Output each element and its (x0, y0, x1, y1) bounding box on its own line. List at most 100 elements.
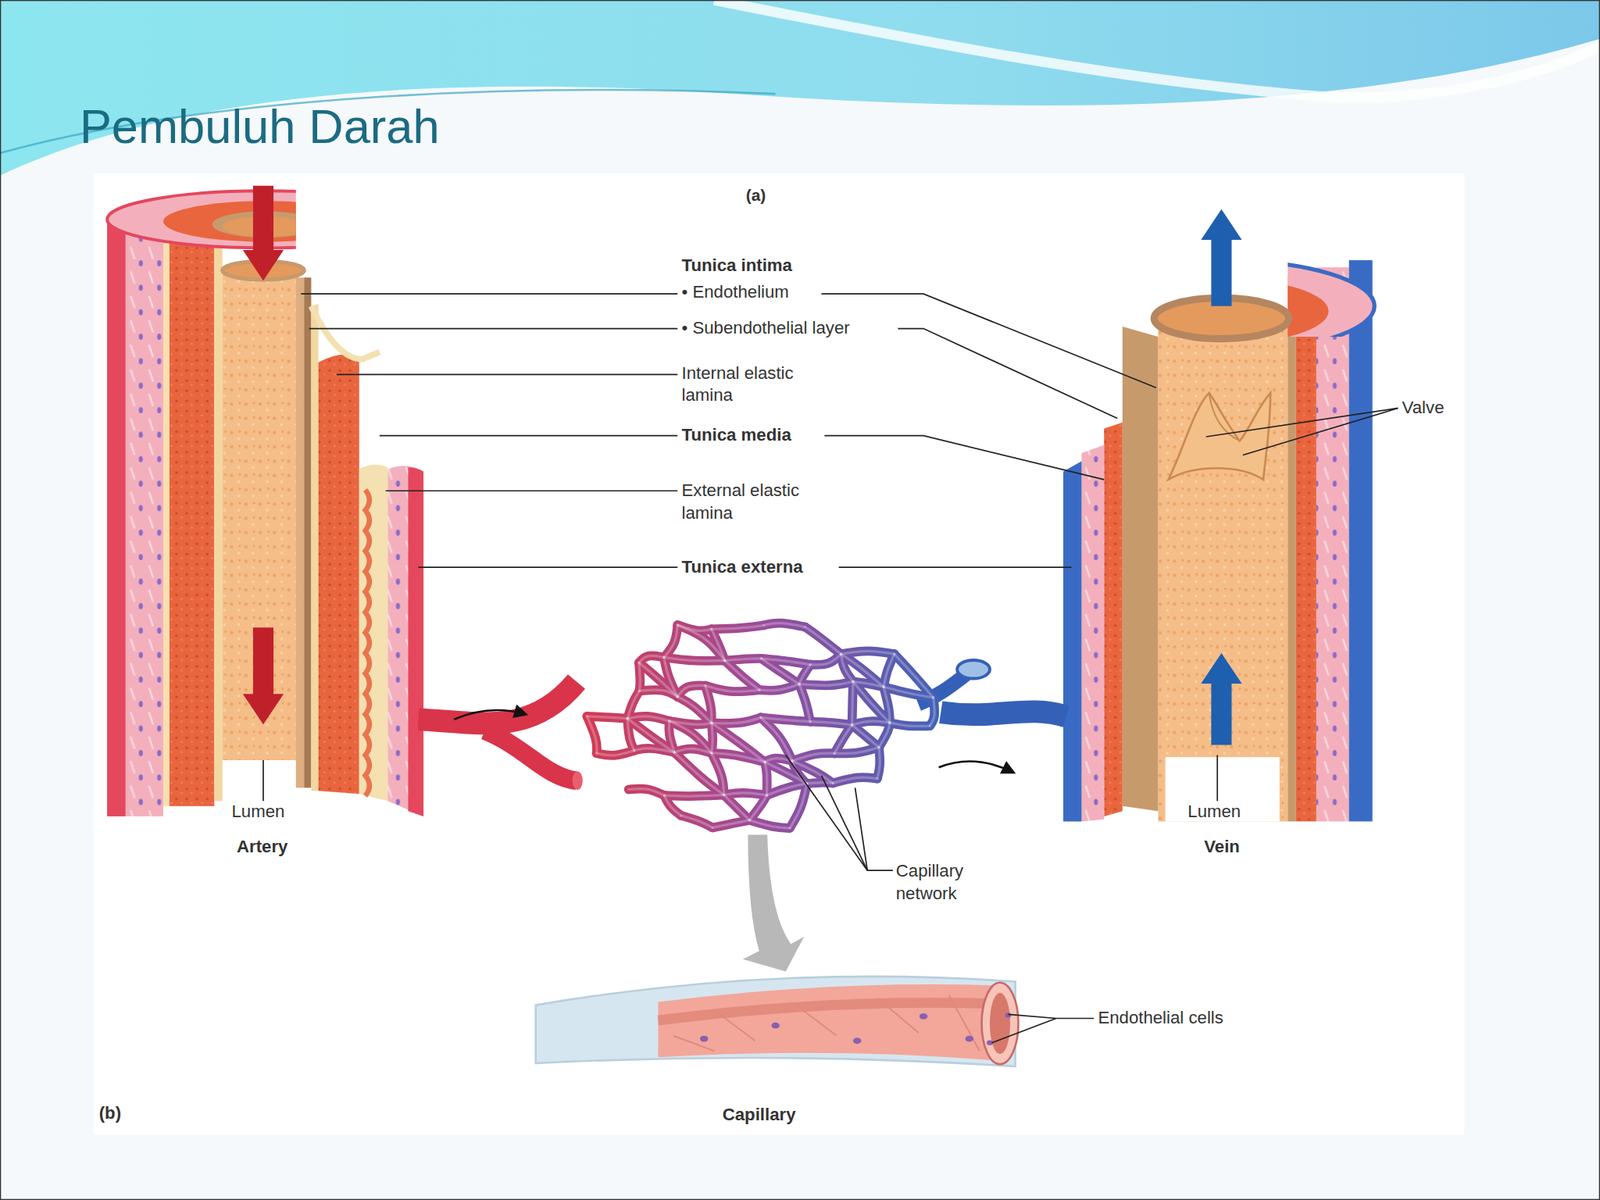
flow-arrow (453, 710, 1014, 773)
part-label: External elastic lamina (681, 479, 829, 525)
capillary-network-drawing (627, 690, 640, 718)
vein-illustration (1296, 275, 1317, 822)
artery-illustration (387, 465, 424, 817)
vessel-branches (572, 771, 583, 790)
slide-background (0, 0, 1600, 176)
capillary-network-drawing (805, 627, 842, 655)
flow-arrow (453, 710, 525, 720)
artery-illustration (222, 267, 299, 761)
artery-illustration (107, 185, 424, 820)
vein-illustration (1122, 326, 1159, 811)
capillary-network-drawing (929, 697, 935, 726)
capillary-network-drawing (711, 717, 761, 723)
capillary-network-drawing (832, 777, 878, 783)
capillary-network-drawing (749, 795, 767, 821)
capillary-network-drawing (799, 664, 811, 685)
capillary-network-drawing (853, 681, 890, 723)
artery-illustration (310, 306, 380, 360)
capillary-network-drawing (834, 725, 853, 754)
vein-illustration (1103, 422, 1123, 817)
capillary-network-drawing (669, 721, 712, 754)
capillary-illustration (657, 1003, 1005, 1022)
capillary-network-drawing (767, 783, 808, 796)
capillary-illustration (965, 1035, 974, 1043)
capillary-network-drawing (711, 722, 765, 762)
capillary-network-drawing (764, 623, 806, 628)
part-label: Lumen (1187, 800, 1241, 824)
vein-illustration (1316, 267, 1350, 822)
artery-illustration (407, 467, 424, 817)
capillary-network-drawing (711, 753, 765, 762)
capillary-network-drawing (711, 625, 765, 629)
capillary-network-drawing (749, 795, 767, 821)
capillary-network-drawing (586, 716, 597, 754)
leader-line (385, 489, 679, 492)
capillary-network-drawing (711, 628, 725, 661)
leader-line (821, 775, 868, 871)
capillary-network-drawing (792, 753, 835, 761)
part-label: Tunica intima (681, 255, 792, 279)
capillary-network-drawing (724, 792, 768, 796)
capillary-network-drawing (712, 820, 750, 829)
vessel-branches (484, 730, 577, 781)
vein-illustration (1200, 209, 1242, 307)
capillary-network-drawing (883, 653, 895, 687)
capillary-network-drawing (639, 689, 678, 697)
part-label: Internal elastic lamina (681, 362, 825, 408)
artery-illustration (318, 354, 360, 794)
capillary-network-drawing (711, 625, 765, 629)
capillary-illustration (853, 1037, 861, 1044)
capillary-network-drawing (760, 717, 811, 722)
capillary-network-drawing (799, 681, 854, 686)
capillary-network-drawing (834, 747, 879, 754)
capillary-network-drawing (832, 777, 878, 783)
capillary-network-drawing (596, 750, 635, 756)
capillary-network-drawing (810, 653, 841, 665)
capillary-network-drawing (789, 783, 808, 829)
capillary-network-drawing (883, 653, 895, 687)
capillary-network-drawing (877, 747, 880, 779)
capillary-network-drawing (764, 623, 806, 628)
capillary-network-drawing (807, 782, 833, 784)
part-label: • Endothelium (681, 281, 789, 304)
capillary-network-drawing (725, 660, 760, 691)
capillary-network-drawing (877, 747, 880, 779)
vein-illustration (1287, 260, 1375, 337)
capillary-network-drawing (764, 761, 768, 796)
artery-illustration (163, 200, 297, 242)
part-label: • Subendothelial layer (681, 317, 850, 340)
leader-line (1216, 755, 1218, 802)
capillary-network-drawing (805, 627, 842, 655)
capillary-network-drawing (760, 717, 793, 761)
leader-line (1242, 407, 1399, 455)
capillary-network-drawing (725, 658, 762, 661)
capillary-network-drawing (724, 795, 750, 821)
leader-line (1007, 1014, 1094, 1018)
capillary-network-drawing (725, 658, 762, 661)
capillary-network-drawing (810, 721, 853, 725)
capillary-network-drawing (681, 815, 713, 828)
vein-illustration (1081, 444, 1104, 822)
capillary-network-drawing (889, 722, 930, 726)
capillary-network-drawing (883, 686, 890, 723)
capillary-network-drawing (878, 722, 890, 747)
capillary-network-drawing (628, 788, 665, 796)
capillary-network-drawing (705, 685, 760, 693)
vein-illustration (1287, 278, 1329, 337)
capillary-illustration (989, 992, 1011, 1054)
capillary-network-drawing (725, 660, 760, 691)
capillary-network-drawing (759, 684, 800, 691)
capillary-illustration (919, 1013, 928, 1020)
capillary-network-drawing (799, 684, 811, 722)
part-label: Valve (1402, 396, 1445, 420)
capillary-network-drawing (586, 716, 628, 719)
capillary-network-drawing (852, 681, 854, 725)
capillary-network-drawing (810, 721, 853, 725)
capillary-network-drawing (712, 820, 750, 829)
capillary-network-drawing (639, 655, 665, 663)
capillary-network-drawing (749, 820, 790, 829)
capillary-network-drawing (834, 747, 879, 754)
